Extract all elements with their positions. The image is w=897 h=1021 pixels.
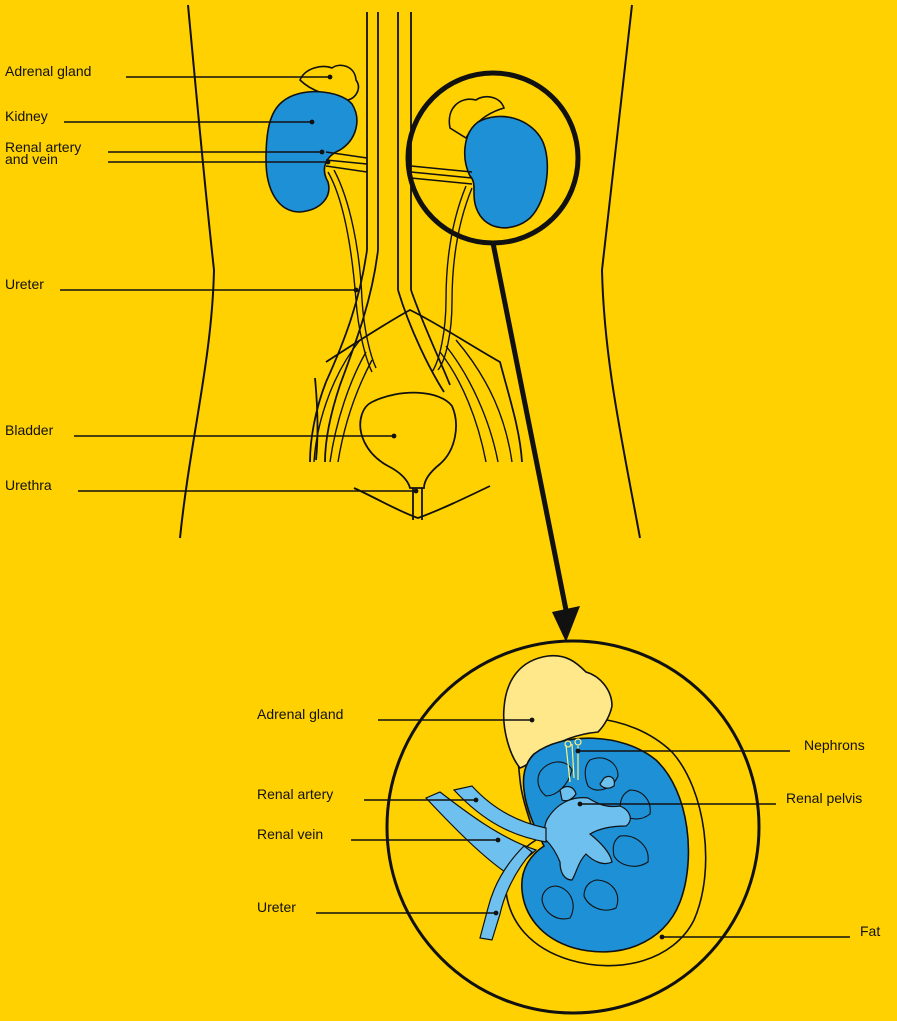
overview-right-kidney	[465, 116, 548, 227]
label-ureter: Ureter	[5, 277, 44, 292]
detail-label-renal-vein: Renal vein	[257, 827, 323, 842]
label-urethra: Urethra	[5, 478, 52, 493]
label-adrenal-gland: Adrenal gland	[5, 64, 91, 79]
overview-right-renal-vessels	[411, 166, 472, 184]
detail-label-adrenal-gland: Adrenal gland	[257, 707, 343, 722]
label-renal-artery-line2: and vein	[5, 153, 58, 165]
overview-left-ureter	[328, 170, 376, 372]
label-bladder: Bladder	[5, 423, 53, 438]
detail-label-fat: Fat	[860, 924, 880, 939]
label-kidney: Kidney	[5, 109, 48, 124]
overview-right-ureter	[432, 186, 472, 372]
detail-label-ureter: Ureter	[257, 900, 296, 915]
overview-bladder	[360, 393, 456, 488]
detail-label-renal-pelvis: Renal pelvis	[786, 791, 862, 806]
detail-label-renal-artery: Renal artery	[257, 787, 333, 802]
detail-label-nephrons: Nephrons	[804, 738, 865, 753]
